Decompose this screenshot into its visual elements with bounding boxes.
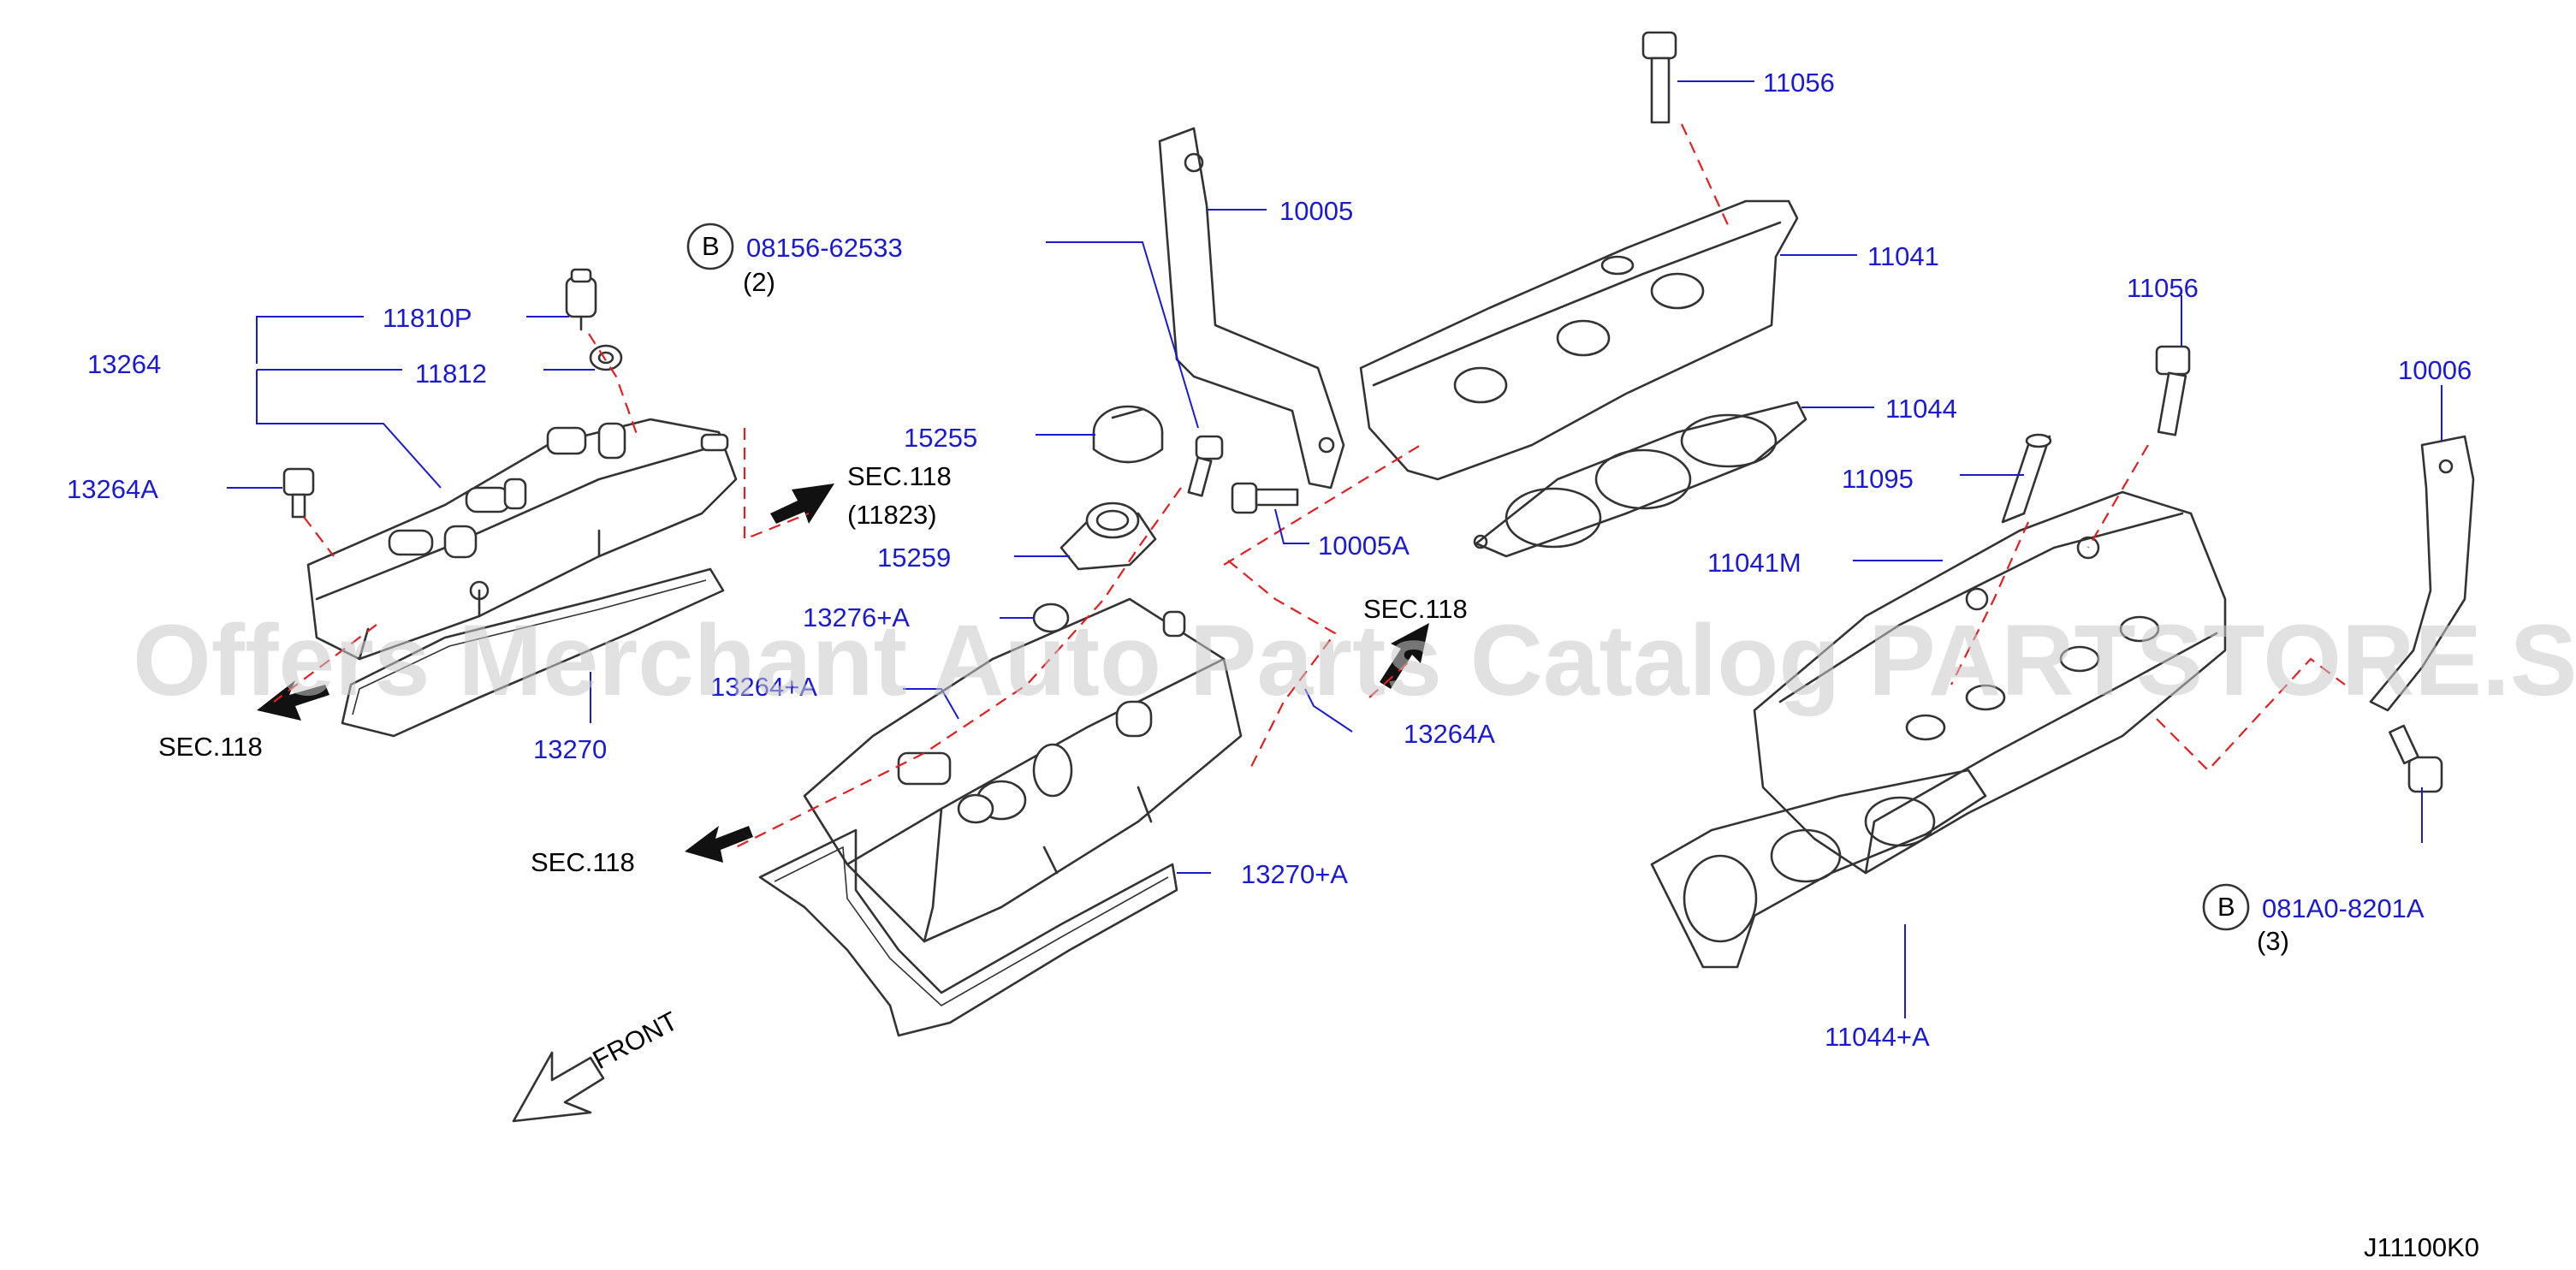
assembly-dashed-lines xyxy=(273,123,2346,848)
stud-bolt-08156-62533 xyxy=(1187,435,1224,497)
oil-cap-15255 xyxy=(1092,405,1164,464)
sec-arrow-left xyxy=(257,680,329,721)
filler-neck-15259 xyxy=(1059,501,1157,571)
label-15255[interactable]: 15255 xyxy=(904,423,977,453)
leader-lines xyxy=(227,80,2442,1018)
right-valve-cover-13264A xyxy=(803,597,1243,943)
pcv-valve-11810P xyxy=(565,268,597,331)
left-gasket-13270 xyxy=(341,567,725,738)
label-11044[interactable]: 11044 xyxy=(1885,394,1957,424)
label-11044A[interactable]: 11044+A xyxy=(1825,1022,1930,1052)
head-gasket-11044A xyxy=(1650,769,1987,969)
dowel-11095 xyxy=(2001,433,2052,524)
head-gasket-11044 xyxy=(1473,401,1807,558)
sec-arrow-mid xyxy=(770,484,834,524)
label-13264[interactable]: 13264 xyxy=(87,349,161,379)
right-gasket-13270A xyxy=(758,828,1178,1037)
circle-marker-b-top xyxy=(686,223,734,270)
head-bolt-11056-right xyxy=(2155,345,2191,436)
diagram-code: J11100K0 xyxy=(2364,1232,2479,1262)
label-13270A[interactable]: 13270+A xyxy=(1241,859,1348,889)
front-label: FRONT xyxy=(588,1006,683,1075)
label-11812[interactable]: 11812 xyxy=(415,359,487,389)
part-labels: 11056 10005 B 08156-62533 (2) 11041 1181… xyxy=(67,68,2479,1262)
watermark-text: Offers Merchant Auto Parts Catalog PARTS… xyxy=(133,604,2576,717)
label-11056-right[interactable]: 11056 xyxy=(2127,273,2199,303)
head-bolt-11056-top xyxy=(1641,31,1677,124)
label-081A0-8201A[interactable]: 081A0-8201A xyxy=(2262,893,2425,923)
bracket-10006 xyxy=(2369,435,2475,712)
label-13264A-left[interactable]: 13264A xyxy=(67,474,158,504)
label-sec118-left[interactable]: SEC.118 xyxy=(158,732,263,762)
label-11810P[interactable]: 11810P xyxy=(383,303,472,333)
bolt-081A0-8201A xyxy=(2389,724,2443,793)
label-sec118-mid[interactable]: SEC.118 xyxy=(847,461,952,491)
sec-arrow-right xyxy=(1380,623,1429,689)
label-11056-top[interactable]: 11056 xyxy=(1763,68,1835,98)
bolt-13264A-left xyxy=(282,467,315,519)
label-10006[interactable]: 10006 xyxy=(2398,355,2472,385)
label-sec118-mid-ref: (11823) xyxy=(847,500,937,530)
cylinder-head-11041M xyxy=(1753,490,2227,875)
label-sec118-right[interactable]: SEC.118 xyxy=(1363,594,1468,624)
bolt-10005A xyxy=(1231,482,1299,514)
label-10005A[interactable]: 10005A xyxy=(1318,531,1410,561)
left-valve-cover-13264 xyxy=(306,418,738,661)
label-13264plusA[interactable]: 13264+A xyxy=(710,672,817,702)
label-13276A[interactable]: 13276+A xyxy=(803,602,910,632)
label-08156-qty: (2) xyxy=(743,267,775,297)
circle-b-letter-top: B xyxy=(702,231,720,261)
bracket-10005 xyxy=(1158,127,1345,490)
front-direction-arrow xyxy=(512,1051,605,1123)
grommet-11812 xyxy=(589,344,623,371)
label-08156-62533[interactable]: 08156-62533 xyxy=(746,233,903,263)
label-11041M[interactable]: 11041M xyxy=(1707,548,1801,578)
cylinder-head-11041 xyxy=(1359,199,1799,481)
label-13270[interactable]: 13270 xyxy=(533,734,607,764)
label-15259[interactable]: 15259 xyxy=(877,543,951,573)
sec-arrow-bottom xyxy=(685,826,753,863)
circle-marker-b-bottom xyxy=(2202,883,2250,931)
label-11095[interactable]: 11095 xyxy=(1842,464,1914,494)
label-081A0-qty: (3) xyxy=(2257,926,2289,956)
label-11041[interactable]: 11041 xyxy=(1867,241,1939,271)
label-sec118-bottom[interactable]: SEC.118 xyxy=(531,847,635,877)
circle-b-letter-bottom: B xyxy=(2217,892,2235,922)
label-10005[interactable]: 10005 xyxy=(1279,196,1353,226)
label-13264A-right[interactable]: 13264A xyxy=(1404,719,1495,749)
